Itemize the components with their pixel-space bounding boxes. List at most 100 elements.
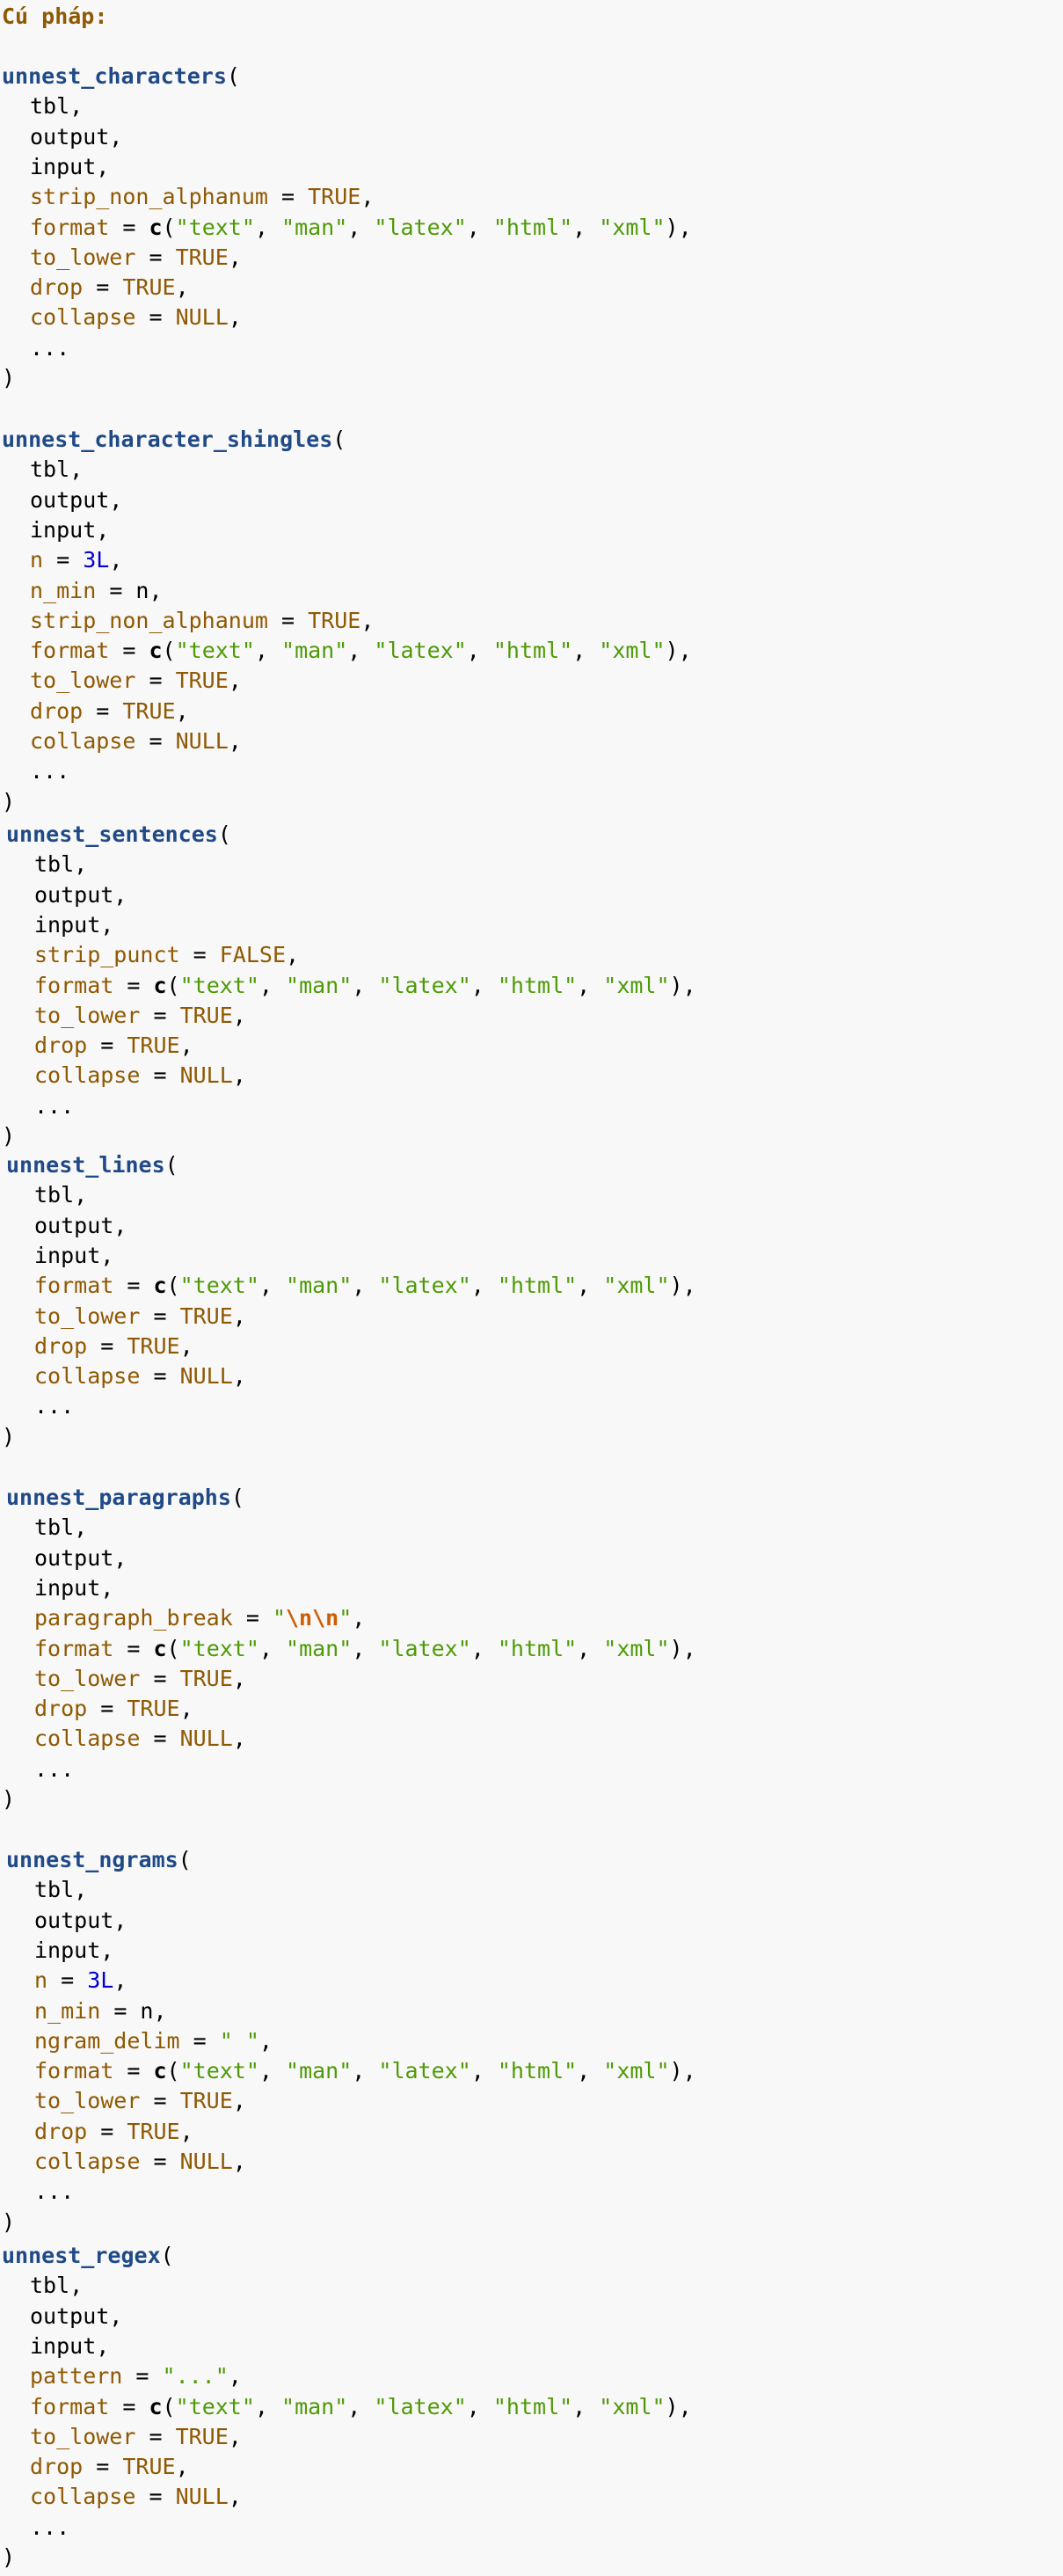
- code-token: =: [140, 1002, 180, 1028]
- code-token: c: [149, 214, 163, 240]
- argument-line: drop = TRUE,: [34, 2117, 193, 2147]
- code-token: ,: [175, 274, 189, 301]
- argument-line: collapse = NULL,: [30, 303, 242, 332]
- code-token: drop: [34, 1033, 88, 1059]
- function-name: unnest_lines: [6, 1152, 165, 1178]
- code-token: "latex": [378, 2058, 471, 2084]
- argument-line: drop = TRUE,: [34, 1031, 193, 1061]
- code-token: ...: [30, 758, 70, 784]
- code-token: ,: [258, 972, 287, 998]
- argument-line: output,: [30, 2302, 122, 2332]
- code-token: strip_non_alphanum: [30, 184, 268, 210]
- code-token: input,: [34, 1937, 114, 1963]
- code-token: =: [232, 1605, 273, 1631]
- code-token: drop: [30, 274, 84, 301]
- code-token: to_lower: [34, 1303, 141, 1329]
- code-token: "text": [175, 638, 255, 664]
- code-token: "xml": [603, 2058, 670, 2084]
- code-token: ,: [179, 1033, 193, 1059]
- code-token: ...: [30, 2514, 70, 2540]
- code-token: ,: [228, 2423, 242, 2449]
- argument-line: input,: [34, 910, 113, 940]
- code-token: ,: [232, 1726, 246, 1752]
- close-paren-line: ): [2, 787, 15, 817]
- code-token: TRUE: [122, 697, 176, 724]
- code-token: "latex": [374, 638, 467, 664]
- code-token: ,: [232, 1062, 246, 1089]
- code-token: ": [339, 1605, 353, 1631]
- code-token: "man": [281, 638, 348, 664]
- open-paren: (: [230, 1485, 244, 1510]
- code-token: =: [135, 244, 176, 270]
- code-token: to_lower: [34, 1665, 141, 1691]
- code-token: TRUE: [179, 1303, 233, 1329]
- code-token: ,: [232, 2088, 246, 2114]
- code-token: 3L: [83, 547, 110, 573]
- code-token: ,: [572, 638, 600, 664]
- code-token: collapse: [30, 304, 136, 331]
- code-token: n: [34, 1967, 48, 1994]
- code-token: "xml": [603, 1273, 670, 1299]
- argument-line: n_min = n,: [30, 576, 163, 606]
- code-token: to_lower: [30, 2423, 136, 2449]
- code-token: =: [140, 1665, 180, 1691]
- code-token: output,: [30, 486, 123, 513]
- code-token: ,: [254, 638, 282, 664]
- argument-line: tbl,: [34, 1180, 87, 1210]
- open-paren: (: [164, 1152, 178, 1178]
- code-token: ,: [258, 2058, 287, 2084]
- code-token: c: [153, 1635, 167, 1661]
- code-token: ,: [232, 1665, 246, 1691]
- code-token: input,: [34, 1574, 114, 1601]
- argument-line: tbl,: [30, 455, 83, 485]
- code-token: ,: [228, 2363, 242, 2390]
- code-token: TRUE: [179, 1665, 233, 1691]
- code-token: =: [43, 547, 84, 573]
- code-token: =: [83, 274, 123, 301]
- code-token: ,: [228, 668, 242, 694]
- close-paren-line: ): [2, 2207, 15, 2237]
- code-token: drop: [30, 2454, 84, 2480]
- argument-line: to_lower = TRUE,: [34, 2086, 246, 2116]
- code-token: ,: [254, 2393, 282, 2419]
- code-token: ),: [669, 972, 696, 998]
- code-token: c: [153, 2058, 167, 2084]
- argument-line: tbl,: [34, 1513, 87, 1543]
- close-paren: ): [2, 365, 16, 390]
- code-token: output,: [34, 1544, 127, 1571]
- code-token: ...: [34, 1092, 75, 1119]
- argument-line: ngram_delim = " ",: [34, 2026, 273, 2056]
- code-token: collapse: [34, 1062, 141, 1089]
- argument-line: pattern = "...",: [30, 2361, 242, 2391]
- code-token: tbl,: [34, 1514, 88, 1541]
- code-token: 3L: [87, 1967, 114, 1994]
- argument-line: tbl,: [34, 1875, 87, 1905]
- argument-line: drop = TRUE,: [34, 1694, 193, 1724]
- close-paren: ): [2, 2208, 16, 2235]
- code-token: ,: [232, 2149, 246, 2174]
- code-token: "xml": [599, 2393, 666, 2419]
- code-token: ,: [175, 697, 189, 724]
- argument-line: drop = TRUE,: [30, 2452, 189, 2482]
- code-token: ),: [669, 2058, 696, 2084]
- code-token: =: [179, 942, 220, 968]
- code-token: TRUE: [127, 1332, 180, 1359]
- code-token: ...: [30, 334, 70, 361]
- function-name: unnest_characters: [2, 63, 227, 89]
- close-paren-line: ): [2, 1121, 15, 1151]
- function-name: unnest_character_shingles: [2, 427, 333, 452]
- code-token: ,: [254, 214, 282, 240]
- code-token: "latex": [374, 214, 467, 240]
- close-paren: ): [2, 2544, 16, 2570]
- code-token: input,: [30, 516, 110, 543]
- code-token: "html": [492, 214, 573, 240]
- code-token: TRUE: [122, 2454, 176, 2480]
- argument-line: ...: [30, 756, 69, 786]
- code-token: (: [166, 2058, 180, 2084]
- close-paren-line: ): [2, 2543, 15, 2572]
- argument-line: ...: [34, 1391, 74, 1421]
- argument-line: strip_punct = FALSE,: [34, 940, 299, 970]
- code-token: collapse: [34, 1363, 141, 1390]
- close-paren: ): [2, 1423, 16, 1449]
- code-token: format: [34, 972, 114, 998]
